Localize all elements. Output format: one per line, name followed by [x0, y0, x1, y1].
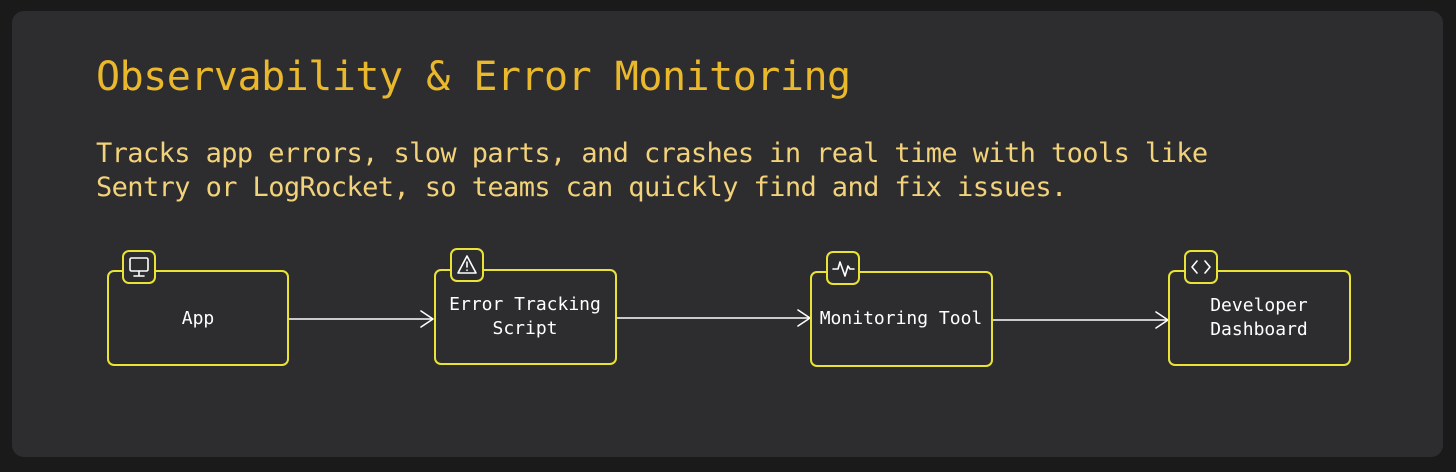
description: Tracks app errors, slow parts, and crash… — [96, 137, 1208, 205]
page-title: Observability & Error Monitoring — [96, 54, 851, 100]
card — [12, 11, 1443, 457]
description-line: Sentry or LogRocket, so teams can quickl… — [96, 172, 1067, 203]
description-line: Tracks app errors, slow parts, and crash… — [96, 138, 1208, 169]
